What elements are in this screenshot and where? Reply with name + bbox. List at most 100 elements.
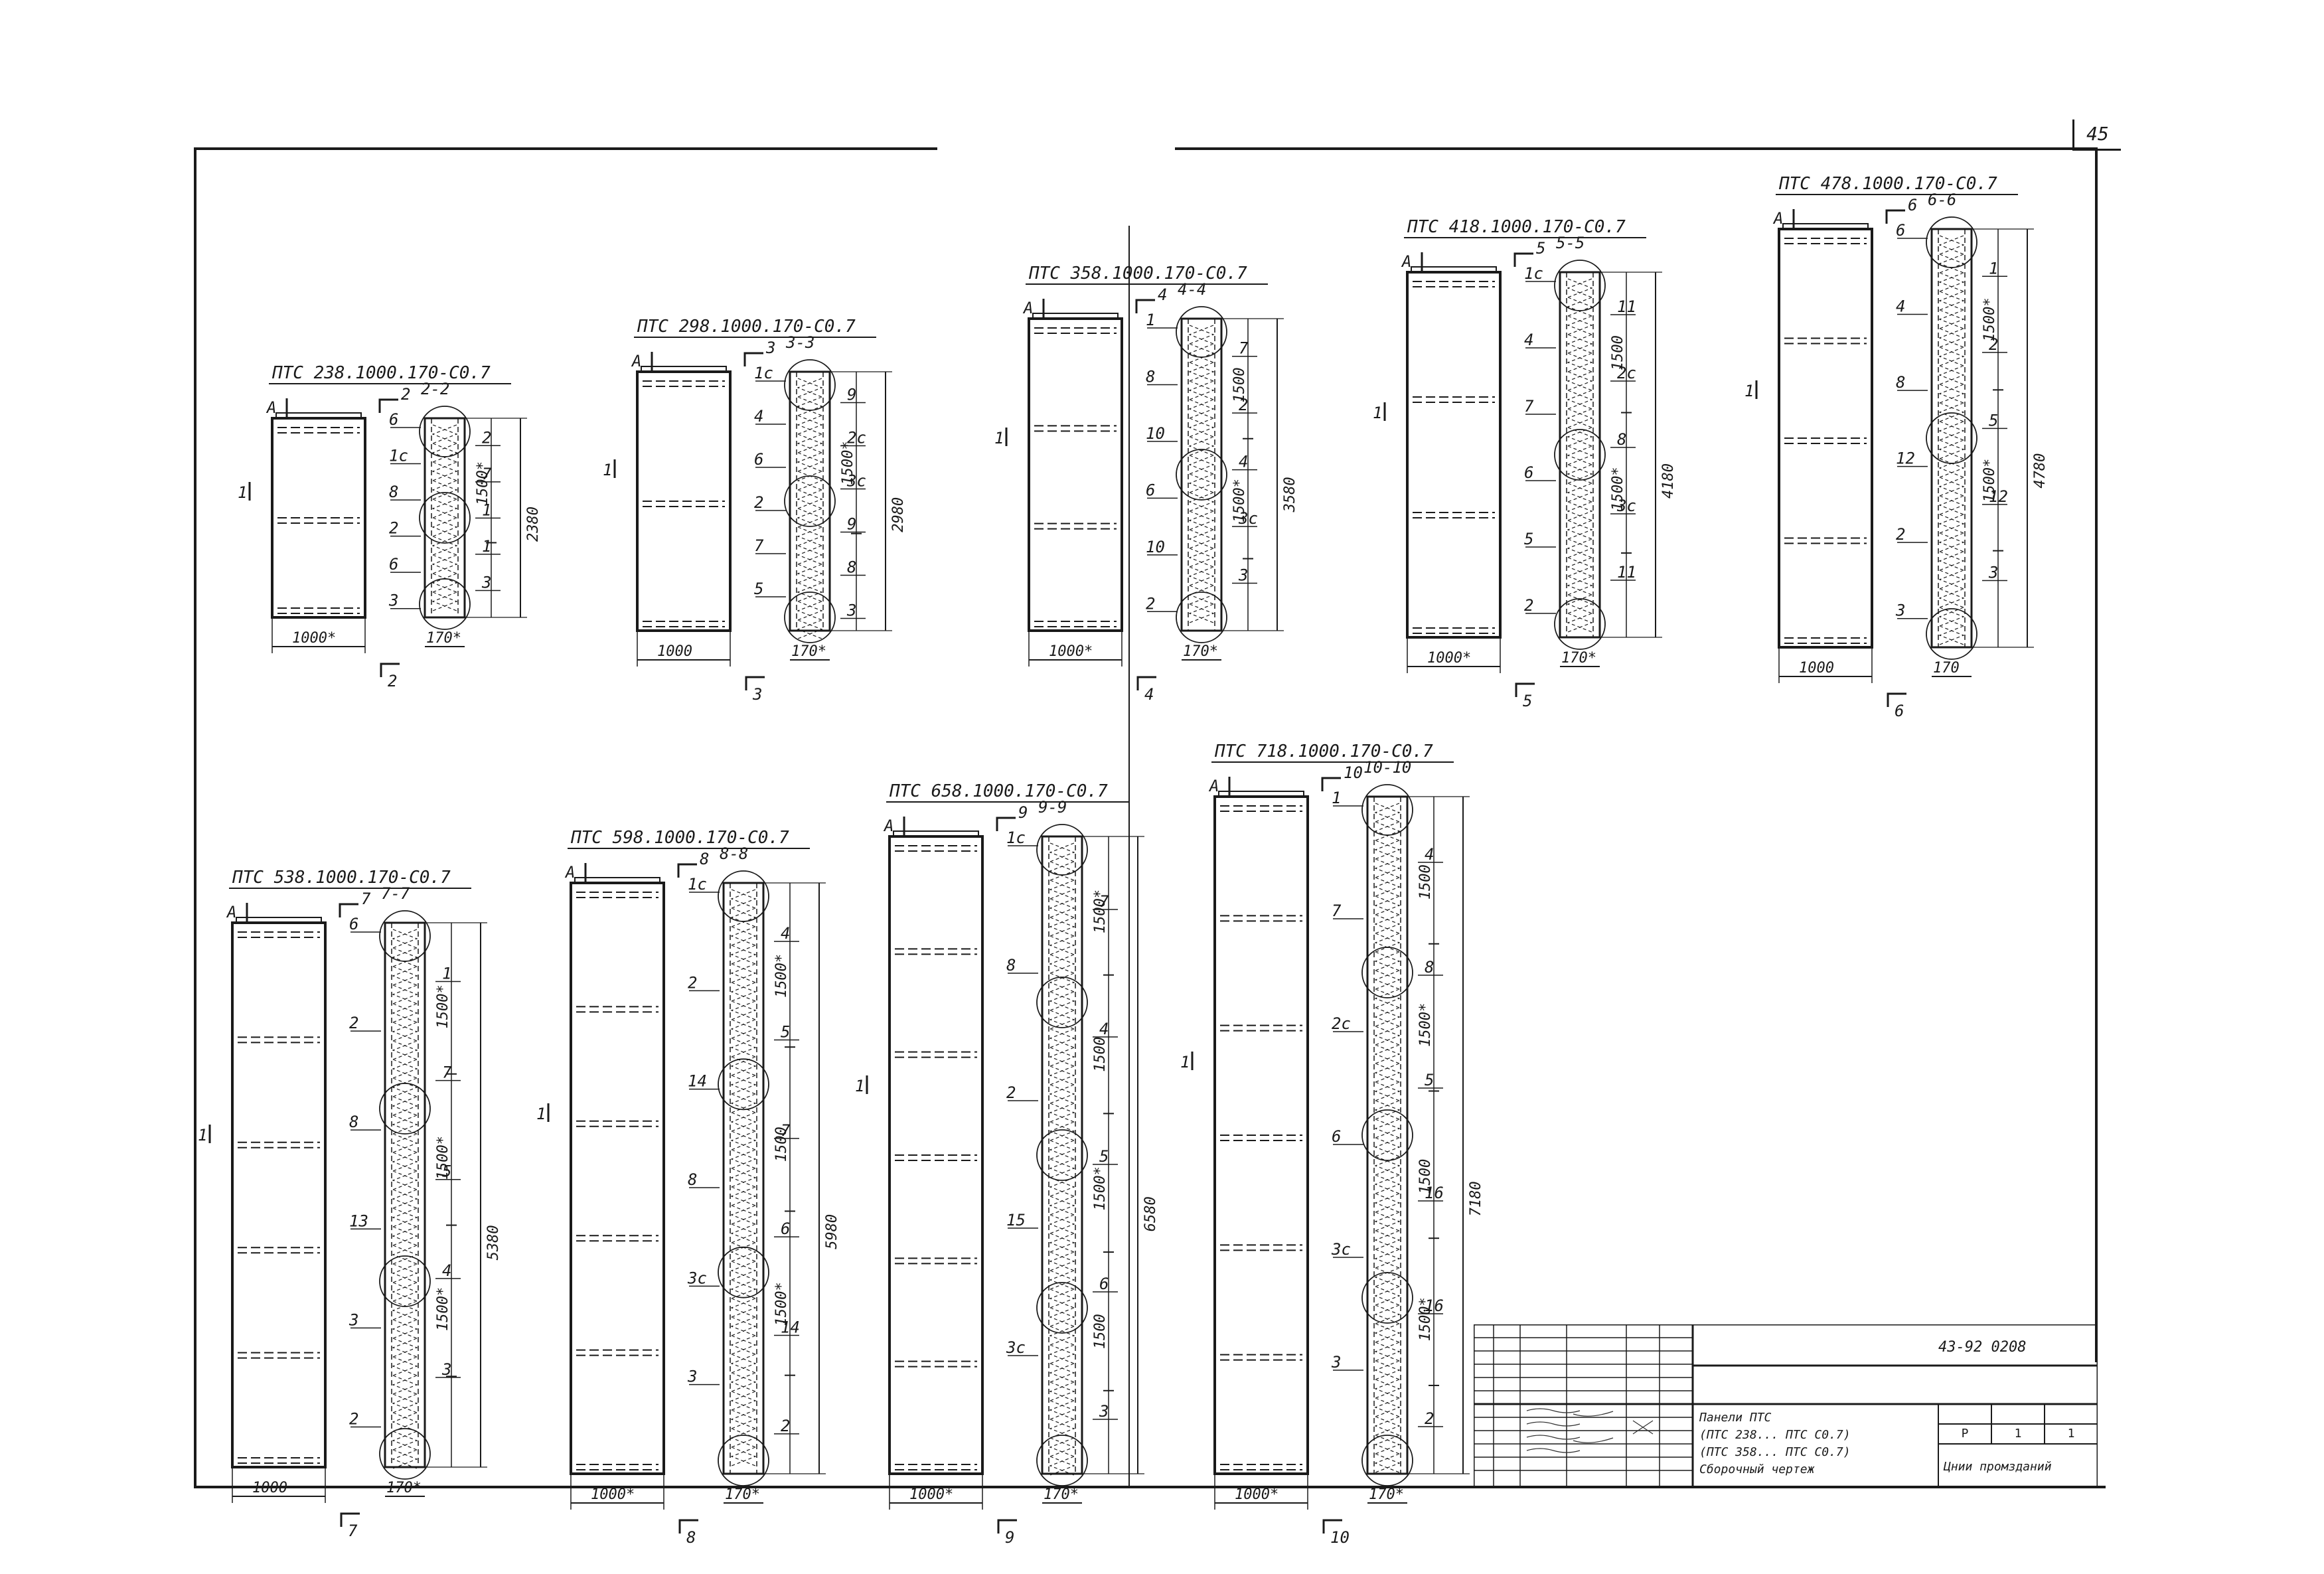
- callout-number: 15: [1006, 1211, 1026, 1229]
- section-lattice: [730, 889, 757, 1466]
- callout-number: 14: [781, 1318, 800, 1337]
- cut-line-bottom: [997, 1519, 1017, 1534]
- callout-number: 3: [481, 573, 491, 591]
- section-width-dim: 170*: [426, 630, 461, 647]
- callout-number: 4: [754, 407, 763, 426]
- section-view: [722, 882, 765, 1475]
- section-width-dim: 170*: [1369, 1486, 1404, 1503]
- cut-line-bottom: [380, 663, 400, 677]
- description-line: (ПТС 238... ПТС С0.7): [1699, 1428, 1851, 1442]
- callout-number: 5: [781, 1023, 790, 1042]
- section-width-dim: 170*: [1183, 643, 1218, 660]
- cut-mark-label: 4: [1158, 285, 1167, 304]
- callout-number: 1: [1989, 259, 1998, 277]
- section-lattice: [1374, 803, 1401, 1473]
- cut-line-bottom: [1136, 676, 1156, 690]
- callout-number: 2с: [1617, 364, 1636, 382]
- detail-circle: [718, 1435, 769, 1486]
- panel-cap: [275, 412, 362, 419]
- panel-title: ПТС 538.1000.170-С0.7: [232, 868, 451, 888]
- view-mark-a: А: [1401, 252, 1411, 271]
- callout-number: 2: [754, 493, 763, 512]
- cut-line-top: [1885, 209, 1905, 224]
- section-width-dim: 170*: [725, 1486, 760, 1503]
- cut-mark-label: 5: [1536, 239, 1545, 258]
- width-dim: 1000*: [1427, 650, 1471, 667]
- callout-number: 7: [442, 1063, 452, 1082]
- callout-number: 2: [349, 1409, 358, 1428]
- segment-dim: 1500: [1610, 335, 1626, 370]
- segment-dim: 1500: [1417, 864, 1434, 900]
- callout-number: 8: [1617, 430, 1626, 449]
- height-dim: 2380: [525, 507, 542, 542]
- height-dim: 6580: [1142, 1196, 1159, 1231]
- width-dim: 1000*: [909, 1486, 953, 1503]
- panel-cap: [574, 877, 660, 884]
- callout-number: 4: [1425, 845, 1434, 864]
- segment-dim: 1500*: [1981, 459, 1998, 503]
- section-width-dim: 170*: [791, 643, 826, 660]
- view-mark-a: А: [631, 352, 641, 370]
- section-width-dim: 170: [1933, 660, 1960, 676]
- callout-number: 9: [847, 515, 856, 534]
- section-title: 10-10: [1363, 758, 1411, 777]
- detail-circle: [1361, 1272, 1413, 1324]
- callout-number: 3: [441, 1360, 451, 1379]
- section-width-dim: 170*: [1561, 650, 1596, 667]
- frame-right: [2095, 147, 2098, 1362]
- doc-code: 43-92 0208: [1938, 1339, 2027, 1356]
- sheet-cell: 1: [2014, 1427, 2022, 1441]
- detail-circle: [784, 475, 836, 527]
- segment-dim: 1500: [773, 1127, 790, 1162]
- panel-svg: ПТС 358.1000.170-С0.7А1441000*4-4170*358…: [994, 264, 1298, 704]
- callout-number: 12: [1896, 449, 1915, 468]
- height-dim: 5980: [824, 1214, 840, 1249]
- section-lattice: [392, 929, 418, 1469]
- callout-number: 2: [688, 973, 697, 992]
- callout-number: 3с: [1238, 509, 1258, 528]
- callout-number: 1с: [389, 447, 408, 465]
- height-dim: 7180: [1468, 1181, 1484, 1216]
- callout-number: 2с: [1332, 1014, 1351, 1033]
- width-dim: 1000*: [1235, 1486, 1278, 1503]
- callout-number: 8: [1425, 958, 1434, 977]
- detail-circle: [379, 1428, 431, 1480]
- callout-number: 8: [349, 1113, 358, 1131]
- organization: Цнии промзданий: [1944, 1460, 2052, 1474]
- detail-circle: [1036, 1435, 1088, 1486]
- view-mark-a: А: [564, 863, 575, 882]
- callout-number: 4: [1896, 297, 1905, 316]
- section-lattice: [1938, 235, 1965, 645]
- detail-circle: [718, 1246, 769, 1299]
- view-mark-1: 1: [994, 429, 1004, 447]
- callout-number: 2: [1239, 396, 1248, 414]
- callout-number: 3с: [687, 1269, 707, 1287]
- cut-line-bottom: [1322, 1519, 1342, 1534]
- detail-circle: [379, 1255, 431, 1307]
- callout-number: 2: [482, 428, 491, 447]
- detail-circle: [1361, 1435, 1413, 1486]
- frame-center-divider: [1128, 226, 1130, 1487]
- panel-cap: [236, 917, 322, 923]
- view-mark-1: 1: [198, 1126, 207, 1144]
- callout-number: 6: [389, 555, 398, 574]
- callout-number: 16: [1425, 1184, 1444, 1202]
- callout-number: 1: [1332, 789, 1341, 807]
- cut-line-top: [677, 863, 697, 878]
- cut-mark-label: 9: [1005, 1528, 1014, 1547]
- detail-circle: [419, 492, 471, 544]
- segment-dim: 1500*: [773, 1282, 790, 1326]
- cut-mark-label: 8: [700, 850, 709, 868]
- title-block: 43-92 0208 Панели ПТС (ПТС 238... ПТС С0…: [1472, 1323, 2099, 1489]
- cut-line-top: [743, 352, 763, 366]
- callout-number: 3: [1331, 1353, 1341, 1372]
- view-mark-a: А: [1208, 777, 1219, 795]
- cut-mark-label: 4: [1144, 685, 1154, 704]
- detail-circle: [1176, 591, 1227, 643]
